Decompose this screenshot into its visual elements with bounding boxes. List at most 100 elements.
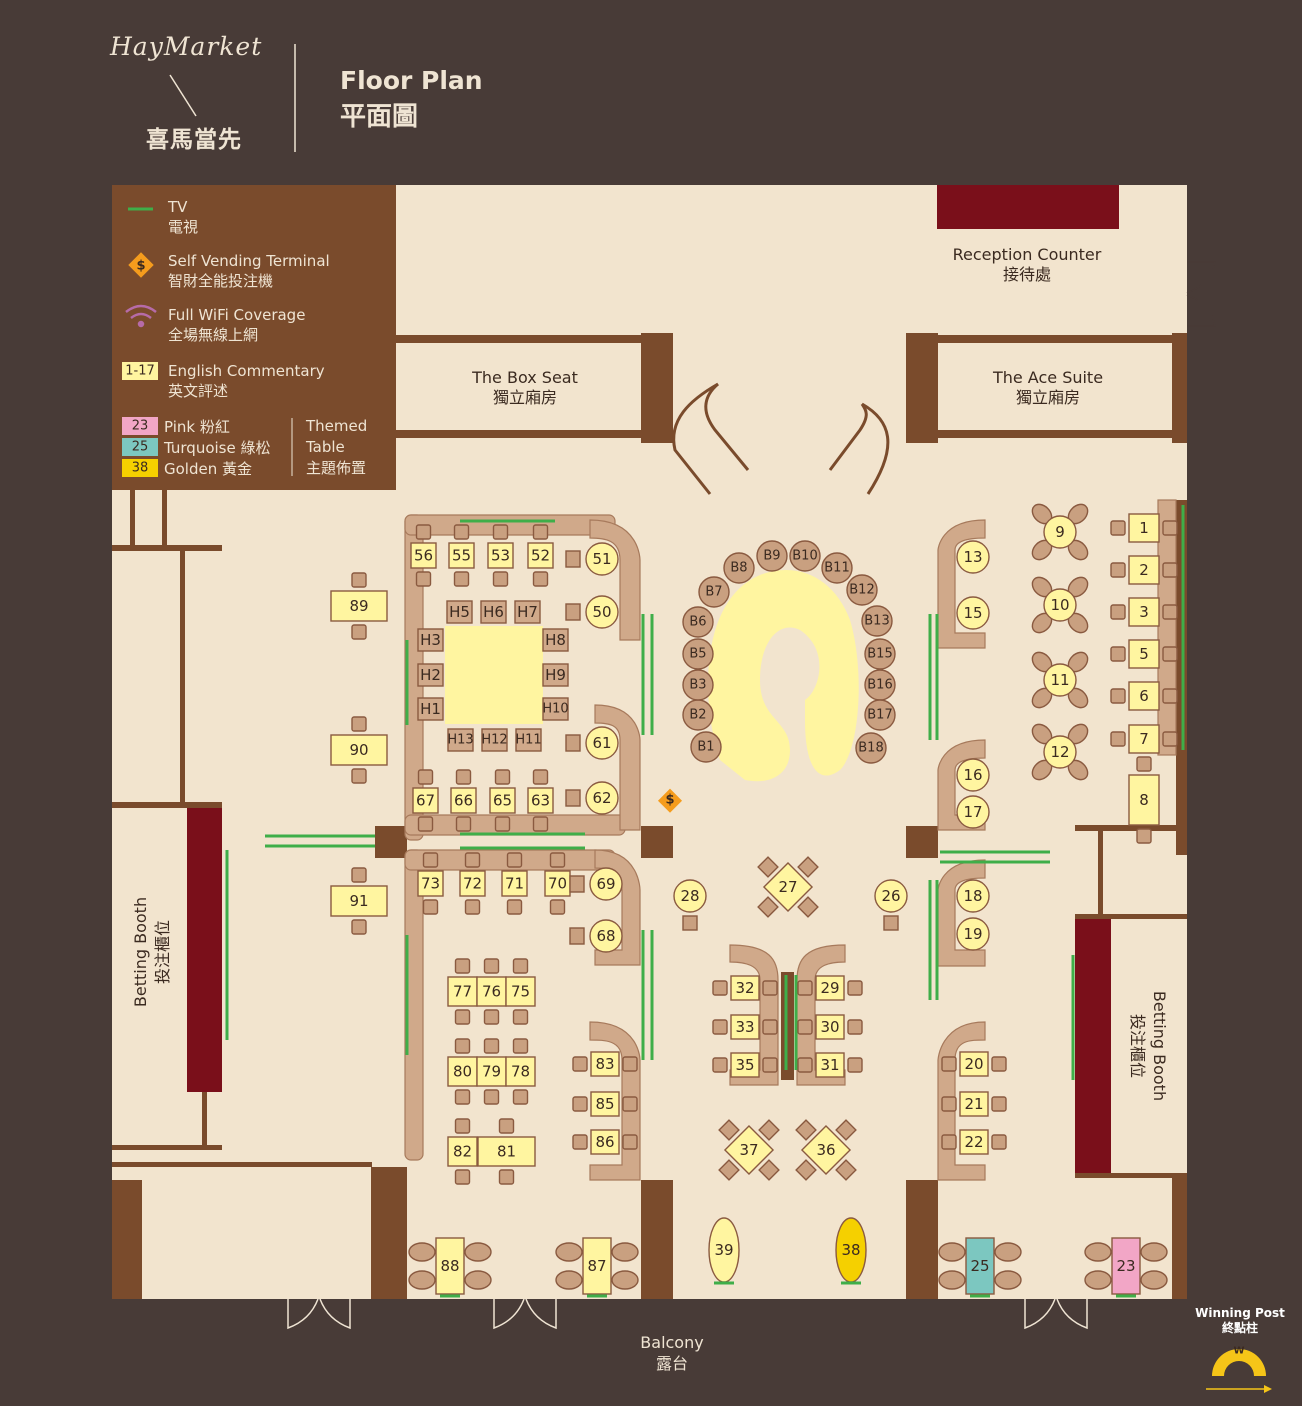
- table-19[interactable]: 19: [956, 917, 990, 951]
- table-36[interactable]: 36: [795, 1119, 857, 1181]
- table-H11[interactable]: H11: [515, 728, 542, 752]
- table-85[interactable]: 85: [572, 1091, 638, 1117]
- table-35[interactable]: 35: [712, 1052, 778, 1078]
- table-52[interactable]: 52: [527, 524, 554, 587]
- table-H12[interactable]: H12: [481, 728, 508, 752]
- table-66[interactable]: 66: [450, 769, 477, 832]
- table-81[interactable]: 81: [477, 1118, 536, 1185]
- table-56[interactable]: 56: [410, 524, 437, 587]
- table-26[interactable]: 26: [874, 879, 908, 931]
- bar-seat-B11[interactable]: B11: [821, 552, 853, 584]
- table-30[interactable]: 30: [797, 1014, 863, 1040]
- table-69[interactable]: 69: [569, 867, 623, 901]
- table-39[interactable]: 39: [708, 1217, 740, 1285]
- table-5[interactable]: 5: [1110, 639, 1178, 669]
- table-82[interactable]: 82: [447, 1118, 478, 1185]
- table-10[interactable]: 10: [1029, 574, 1092, 637]
- table-72[interactable]: 72: [459, 852, 486, 915]
- table-H6[interactable]: H6: [480, 600, 507, 624]
- bar-seat-B17[interactable]: B17: [864, 699, 896, 731]
- table-28[interactable]: 28: [673, 879, 707, 931]
- table-70[interactable]: 70: [544, 852, 571, 915]
- table-H1[interactable]: H1: [417, 697, 444, 721]
- bar-seat-B12[interactable]: B12: [846, 574, 878, 606]
- table-67[interactable]: 67: [412, 769, 439, 832]
- table-3[interactable]: 3: [1110, 597, 1178, 627]
- table-37[interactable]: 37: [718, 1119, 780, 1181]
- table-86[interactable]: 86: [572, 1129, 638, 1155]
- bar-seat-B16[interactable]: B16: [864, 669, 896, 701]
- table-80[interactable]: 80: [447, 1038, 478, 1105]
- table-23[interactable]: 23: [1084, 1237, 1168, 1298]
- svg-text:B11: B11: [824, 561, 849, 576]
- table-22[interactable]: 22: [941, 1129, 1007, 1155]
- table-88[interactable]: 88: [408, 1237, 492, 1298]
- table-32[interactable]: 32: [712, 975, 778, 1001]
- table-83[interactable]: 83: [572, 1051, 638, 1077]
- table-55[interactable]: 55: [448, 524, 475, 587]
- table-2[interactable]: 2: [1110, 555, 1178, 585]
- table-H9[interactable]: H9: [542, 663, 569, 687]
- table-11[interactable]: 11: [1029, 649, 1092, 712]
- table-91[interactable]: 91: [330, 867, 388, 935]
- table-63[interactable]: 63: [527, 769, 554, 832]
- table-27[interactable]: 27: [757, 856, 819, 918]
- table-73[interactable]: 73: [417, 852, 444, 915]
- table-H2[interactable]: H2: [417, 663, 444, 687]
- bar-seat-B6[interactable]: B6: [682, 606, 714, 638]
- table-62[interactable]: 62: [565, 781, 619, 815]
- table-21[interactable]: 21: [941, 1091, 1007, 1117]
- table-29[interactable]: 29: [797, 975, 863, 1001]
- bar-seat-B1[interactable]: B1: [690, 731, 722, 763]
- table-12[interactable]: 12: [1029, 721, 1092, 784]
- table-7[interactable]: 7: [1110, 724, 1178, 754]
- table-87[interactable]: 87: [555, 1237, 639, 1298]
- table-77[interactable]: 77: [447, 958, 478, 1025]
- bar-seat-B7[interactable]: B7: [698, 576, 730, 608]
- bar-seat-B10[interactable]: B10: [789, 540, 821, 572]
- table-H7[interactable]: H7: [514, 600, 541, 624]
- bar-seat-B2[interactable]: B2: [682, 699, 714, 731]
- table-8[interactable]: 8: [1128, 756, 1160, 844]
- table-61[interactable]: 61: [565, 726, 619, 760]
- table-65[interactable]: 65: [489, 769, 516, 832]
- table-25[interactable]: 25: [938, 1237, 1022, 1298]
- table-H10[interactable]: H10: [542, 697, 569, 721]
- table-H3[interactable]: H3: [417, 628, 444, 652]
- table-71[interactable]: 71: [501, 852, 528, 915]
- table-53[interactable]: 53: [487, 524, 514, 587]
- table-16[interactable]: 16: [956, 758, 990, 792]
- table-68[interactable]: 68: [569, 919, 623, 953]
- bar-seat-B3[interactable]: B3: [682, 669, 714, 701]
- table-33[interactable]: 33: [712, 1014, 778, 1040]
- bar-seat-B8[interactable]: B8: [723, 552, 755, 584]
- table-9[interactable]: 9: [1029, 501, 1092, 564]
- svg-text:11: 11: [1050, 671, 1069, 689]
- table-6[interactable]: 6: [1110, 681, 1178, 711]
- table-H13[interactable]: H13: [447, 728, 474, 752]
- bar-seat-B13[interactable]: B13: [861, 605, 893, 637]
- svg-text:88: 88: [440, 1257, 459, 1275]
- table-90[interactable]: 90: [330, 716, 388, 784]
- table-15[interactable]: 15: [956, 596, 990, 630]
- bar-seat-B5[interactable]: B5: [682, 638, 714, 670]
- table-38[interactable]: 38: [835, 1217, 867, 1285]
- svg-text:H9: H9: [545, 666, 566, 684]
- table-1[interactable]: 1: [1110, 513, 1178, 543]
- table-H8[interactable]: H8: [542, 628, 569, 652]
- table-75[interactable]: 75: [505, 958, 536, 1025]
- table-89[interactable]: 89: [330, 572, 388, 640]
- table-18[interactable]: 18: [956, 879, 990, 913]
- table-50[interactable]: 50: [565, 595, 619, 629]
- table-51[interactable]: 51: [565, 542, 619, 576]
- bar-seat-B18[interactable]: B18: [855, 732, 887, 764]
- table-31[interactable]: 31: [797, 1052, 863, 1078]
- table-20[interactable]: 20: [941, 1051, 1007, 1077]
- table-17[interactable]: 17: [956, 795, 990, 829]
- table-H5[interactable]: H5: [446, 600, 473, 624]
- bar-seat-B9[interactable]: B9: [756, 540, 788, 572]
- table-13[interactable]: 13: [956, 540, 990, 574]
- bar-seat-B15[interactable]: B15: [864, 638, 896, 670]
- table-78[interactable]: 78: [505, 1038, 536, 1105]
- table-76[interactable]: 76: [476, 958, 507, 1025]
